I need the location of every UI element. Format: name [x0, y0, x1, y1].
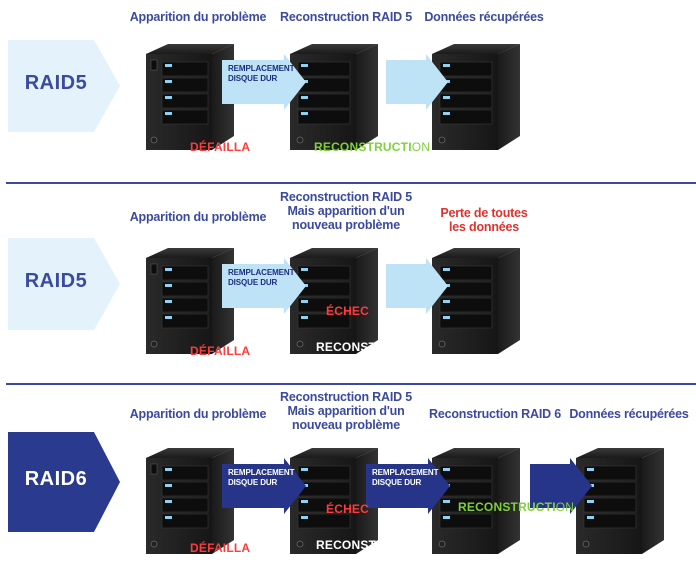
row2-raid-label: RAID5 [24, 270, 88, 292]
row2-status-reconstruction: RECONSTRUCTION [316, 340, 433, 354]
separator-1 [6, 182, 696, 184]
row3-status-failure: DÉFAILLANCE [190, 541, 277, 555]
row2-arrow-replace [222, 258, 306, 314]
row1-header-problem: Apparition du problème [129, 10, 267, 24]
row3-status-reconstruction: RECONSTRUCTION [316, 538, 433, 552]
row3-label-chevron [8, 432, 120, 532]
row3-status-reconstruction-2: RECONSTRUCTION [458, 500, 575, 514]
row2-header-reconstruction: Reconstruction RAID 5 Mais apparition d'… [280, 190, 412, 232]
row1-label-chevron [8, 40, 120, 132]
row3-status-echec: ÉCHEC [326, 502, 370, 516]
row3-raid-label: RAID6 [24, 468, 88, 490]
row1-header-reconstruction: Reconstruction RAID 5 [280, 10, 412, 24]
row1-status-reconstruction: RECONSTRUCTION [314, 140, 431, 154]
row1-arrow-replace [222, 54, 306, 110]
row3-arrow-next [530, 458, 592, 514]
row1-header-recovered: Données récupérées [424, 10, 544, 24]
row1-arrow-next [386, 54, 448, 110]
row3-header-problem: Apparition du problème [129, 407, 267, 421]
row2-label-chevron [8, 238, 120, 330]
row3-header-reconstruction5: Reconstruction RAID 5 Mais apparition d'… [280, 390, 412, 432]
row2-arrow-next [386, 258, 448, 314]
row3-arrow-replace-2 [366, 458, 450, 514]
row3-header-reconstruction6: Reconstruction RAID 6 [429, 407, 561, 421]
row1-status-failure: DÉFAILLANCE [190, 140, 277, 154]
row3-arrow-replace-1 [222, 458, 306, 514]
row2-status-failure: DÉFAILLANCE [190, 344, 277, 358]
row1-raid-label: RAID5 [24, 72, 88, 94]
row2-status-echec: ÉCHEC [326, 304, 370, 318]
separator-2 [6, 383, 696, 385]
row2-header-loss: Perte de toutes les données [440, 206, 528, 234]
row2-header-problem: Apparition du problème [129, 210, 267, 224]
row3-header-recovered: Données récupérées [569, 407, 689, 421]
